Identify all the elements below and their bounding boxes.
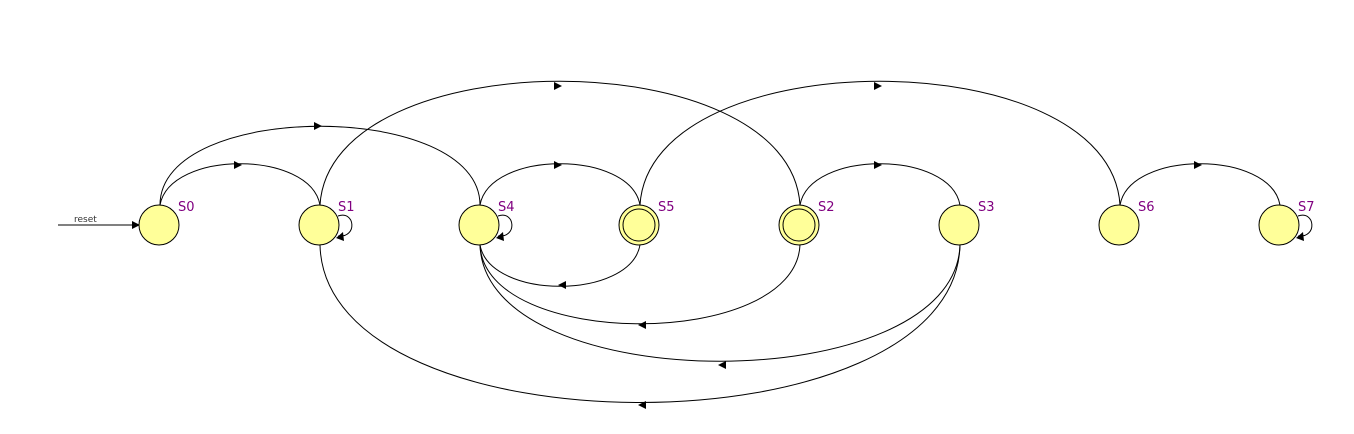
- arrow-s3-s4: [718, 361, 726, 369]
- arrow-s4-s5: [554, 161, 562, 169]
- arrow-s2-s3: [874, 161, 882, 169]
- transitions: [159, 80, 1313, 409]
- transition-s1-s1: [337, 214, 353, 237]
- state-circle: [1258, 204, 1300, 246]
- accepting-ring: [622, 208, 656, 242]
- arrow-s5-s4: [558, 281, 566, 289]
- state-label: S2: [818, 200, 835, 215]
- state-s7[interactable]: S7: [1258, 200, 1315, 246]
- state-circle: [138, 204, 180, 246]
- state-s5[interactable]: S5: [618, 200, 675, 246]
- transition-s6-s7: [1119, 163, 1281, 206]
- state-s0[interactable]: S0: [138, 200, 195, 246]
- state-label: S1: [338, 200, 355, 215]
- arrow-s0-s4: [314, 122, 322, 130]
- accepting-ring: [782, 208, 816, 242]
- transition-s4-s5: [479, 163, 641, 206]
- state-circle: [618, 204, 660, 246]
- state-circle: [458, 204, 500, 246]
- reset-arrow: reset: [58, 215, 140, 229]
- arrow-s3-s1: [638, 401, 646, 409]
- state-label: S3: [978, 200, 995, 215]
- state-circle: [1098, 204, 1140, 246]
- arrow-s1-s2: [554, 82, 562, 90]
- transition-s3-s4: [479, 244, 961, 362]
- transition-s5-s6: [639, 80, 1121, 206]
- state-s2[interactable]: S2: [778, 200, 835, 246]
- arrow-s1-s1: [336, 232, 344, 241]
- state-s4[interactable]: S4: [458, 200, 515, 246]
- state-s6[interactable]: S6: [1098, 200, 1155, 246]
- arrow-s7-s7: [1296, 232, 1304, 241]
- transition-s2-s4: [479, 244, 801, 325]
- state-circle: [778, 204, 820, 246]
- state-label: S0: [178, 200, 195, 215]
- transition-s1-s2: [319, 80, 801, 206]
- state-label: S4: [498, 200, 515, 215]
- transition-s0-s1: [159, 163, 321, 206]
- arrow-s4-s4: [496, 232, 504, 241]
- state-circle: [298, 204, 340, 246]
- transition-s7-s7: [1297, 214, 1313, 237]
- transition-s0-s4: [159, 125, 481, 206]
- state-label: S5: [658, 200, 675, 215]
- transition-s5-s4: [479, 244, 641, 287]
- state-label: S7: [1298, 200, 1315, 215]
- state-circle: [938, 204, 980, 246]
- transition-s2-s3: [799, 163, 961, 206]
- transition-s3-s1: [319, 244, 961, 403]
- states: S0 S1 S4 S5 S2 S3 S6 S7: [138, 200, 1315, 246]
- state-label: S6: [1138, 200, 1155, 215]
- transition-s4-s4: [497, 214, 513, 237]
- state-s1[interactable]: S1: [298, 200, 355, 246]
- arrow-s0-s1: [234, 161, 242, 169]
- arrow-s5-s6: [874, 82, 882, 90]
- state-s3[interactable]: S3: [938, 200, 995, 246]
- reset-label: reset: [74, 215, 97, 225]
- arrow-s6-s7: [1194, 161, 1202, 169]
- arrow-s2-s4: [638, 321, 646, 329]
